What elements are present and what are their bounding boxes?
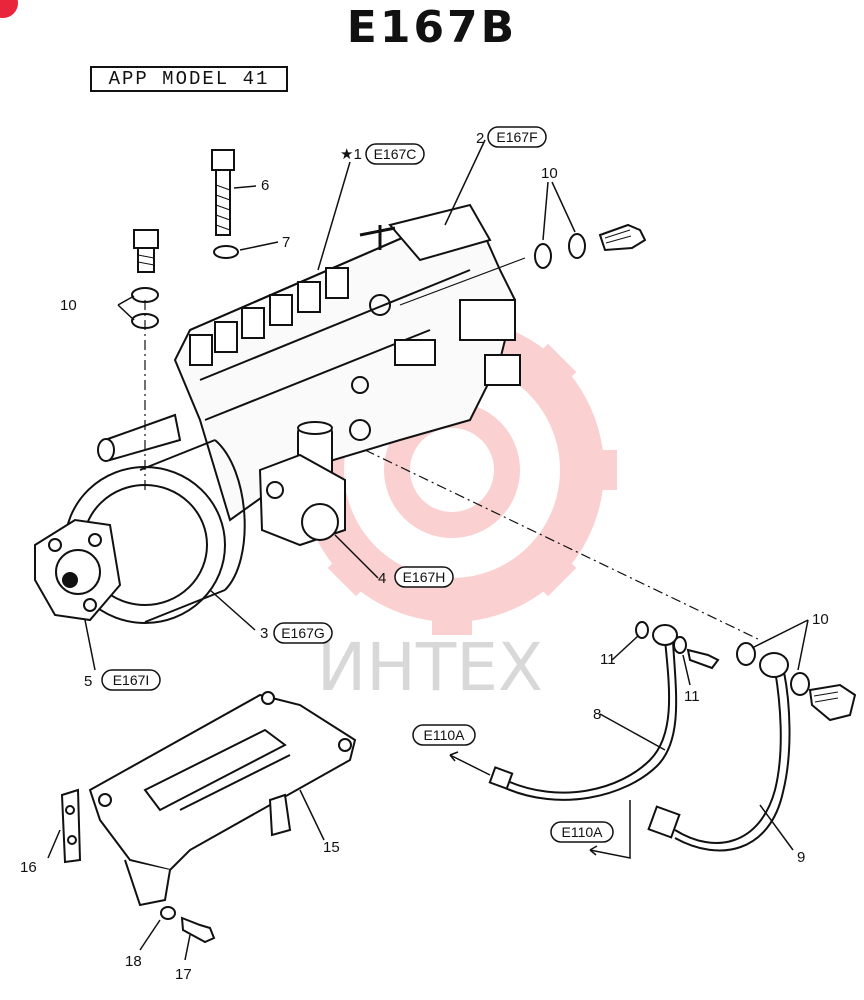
callout-4-number: 4 xyxy=(378,570,386,587)
callout-5-number: 5 xyxy=(84,673,92,690)
banjo-bolt-right-top xyxy=(598,223,647,252)
callout-6: 6 xyxy=(261,177,269,194)
washer-10-top-b xyxy=(568,233,586,259)
washer-10-right-a xyxy=(736,642,756,666)
callout-2-number: 2 xyxy=(476,130,484,147)
fuel-pipe-8 xyxy=(488,624,678,801)
delivery-valve-holders xyxy=(189,267,349,366)
drive-coupling xyxy=(34,518,122,622)
washer-7 xyxy=(213,245,239,259)
callout-5-ref-badge xyxy=(101,669,161,691)
spring-washer-18 xyxy=(160,906,176,920)
washer-10-top-a xyxy=(534,243,552,269)
page-title: E167B xyxy=(346,2,518,53)
callout-1-number: ★1 xyxy=(340,146,362,163)
bolt-6 xyxy=(211,149,235,236)
leader-lines xyxy=(47,139,809,961)
assembly-center-line xyxy=(364,449,761,641)
callout-8: 8 xyxy=(593,706,601,723)
callout-1-ref-badge xyxy=(365,143,425,165)
callout-10-right: 10 xyxy=(812,611,829,628)
watermark-text: ИНТЕХ xyxy=(317,629,543,706)
callout-1-ref: E167C xyxy=(374,146,417,162)
washer-10-left-upper xyxy=(131,287,159,303)
pump-bracket-15 xyxy=(88,691,357,907)
injection-pump xyxy=(97,203,521,547)
e110a-ref-1: E110A xyxy=(424,727,466,743)
callout-4-ref: E167H xyxy=(403,569,446,585)
callout-5-ref: E167I xyxy=(113,672,150,688)
e110a-ref-badge-1 xyxy=(412,724,476,746)
washer-11-b xyxy=(673,636,687,654)
washer-11-a xyxy=(635,621,649,639)
callout-3-ref: E167G xyxy=(281,625,325,641)
e110a-ref-2: E110A xyxy=(562,824,604,840)
banjo-bolt-left xyxy=(133,229,159,273)
callout-11-a: 11 xyxy=(600,651,616,668)
washer-10-right-b xyxy=(790,672,810,696)
banjo-bolt-right-bottom xyxy=(808,683,857,722)
callout-15: 15 xyxy=(323,839,340,856)
reference-arrows xyxy=(449,751,631,859)
callout-2-ref: E167F xyxy=(496,129,537,145)
assembly-line-top xyxy=(399,257,526,306)
callout-10-top: 10 xyxy=(541,165,558,182)
callout-7: 7 xyxy=(282,234,290,251)
app-model-box: APP MODEL 41 xyxy=(90,66,288,92)
small-bolt xyxy=(686,648,720,670)
callout-9: 9 xyxy=(797,849,805,866)
callout-11-b: 11 xyxy=(684,688,700,705)
callout-3-number: 3 xyxy=(260,625,268,642)
callout-2-ref-badge xyxy=(487,126,547,148)
plate-16 xyxy=(60,788,82,864)
corner-mark xyxy=(0,0,18,18)
callout-10-left: 10 xyxy=(60,297,77,314)
callout-3-ref-badge xyxy=(273,622,333,644)
callout-17: 17 xyxy=(175,966,192,983)
fuel-pipe-9 xyxy=(647,652,791,852)
e110a-ref-badge-2 xyxy=(550,821,614,843)
callout-4-ref-badge xyxy=(394,566,454,588)
bolt-17 xyxy=(180,916,216,944)
callout-16: 16 xyxy=(20,859,37,876)
callout-18: 18 xyxy=(125,953,142,970)
